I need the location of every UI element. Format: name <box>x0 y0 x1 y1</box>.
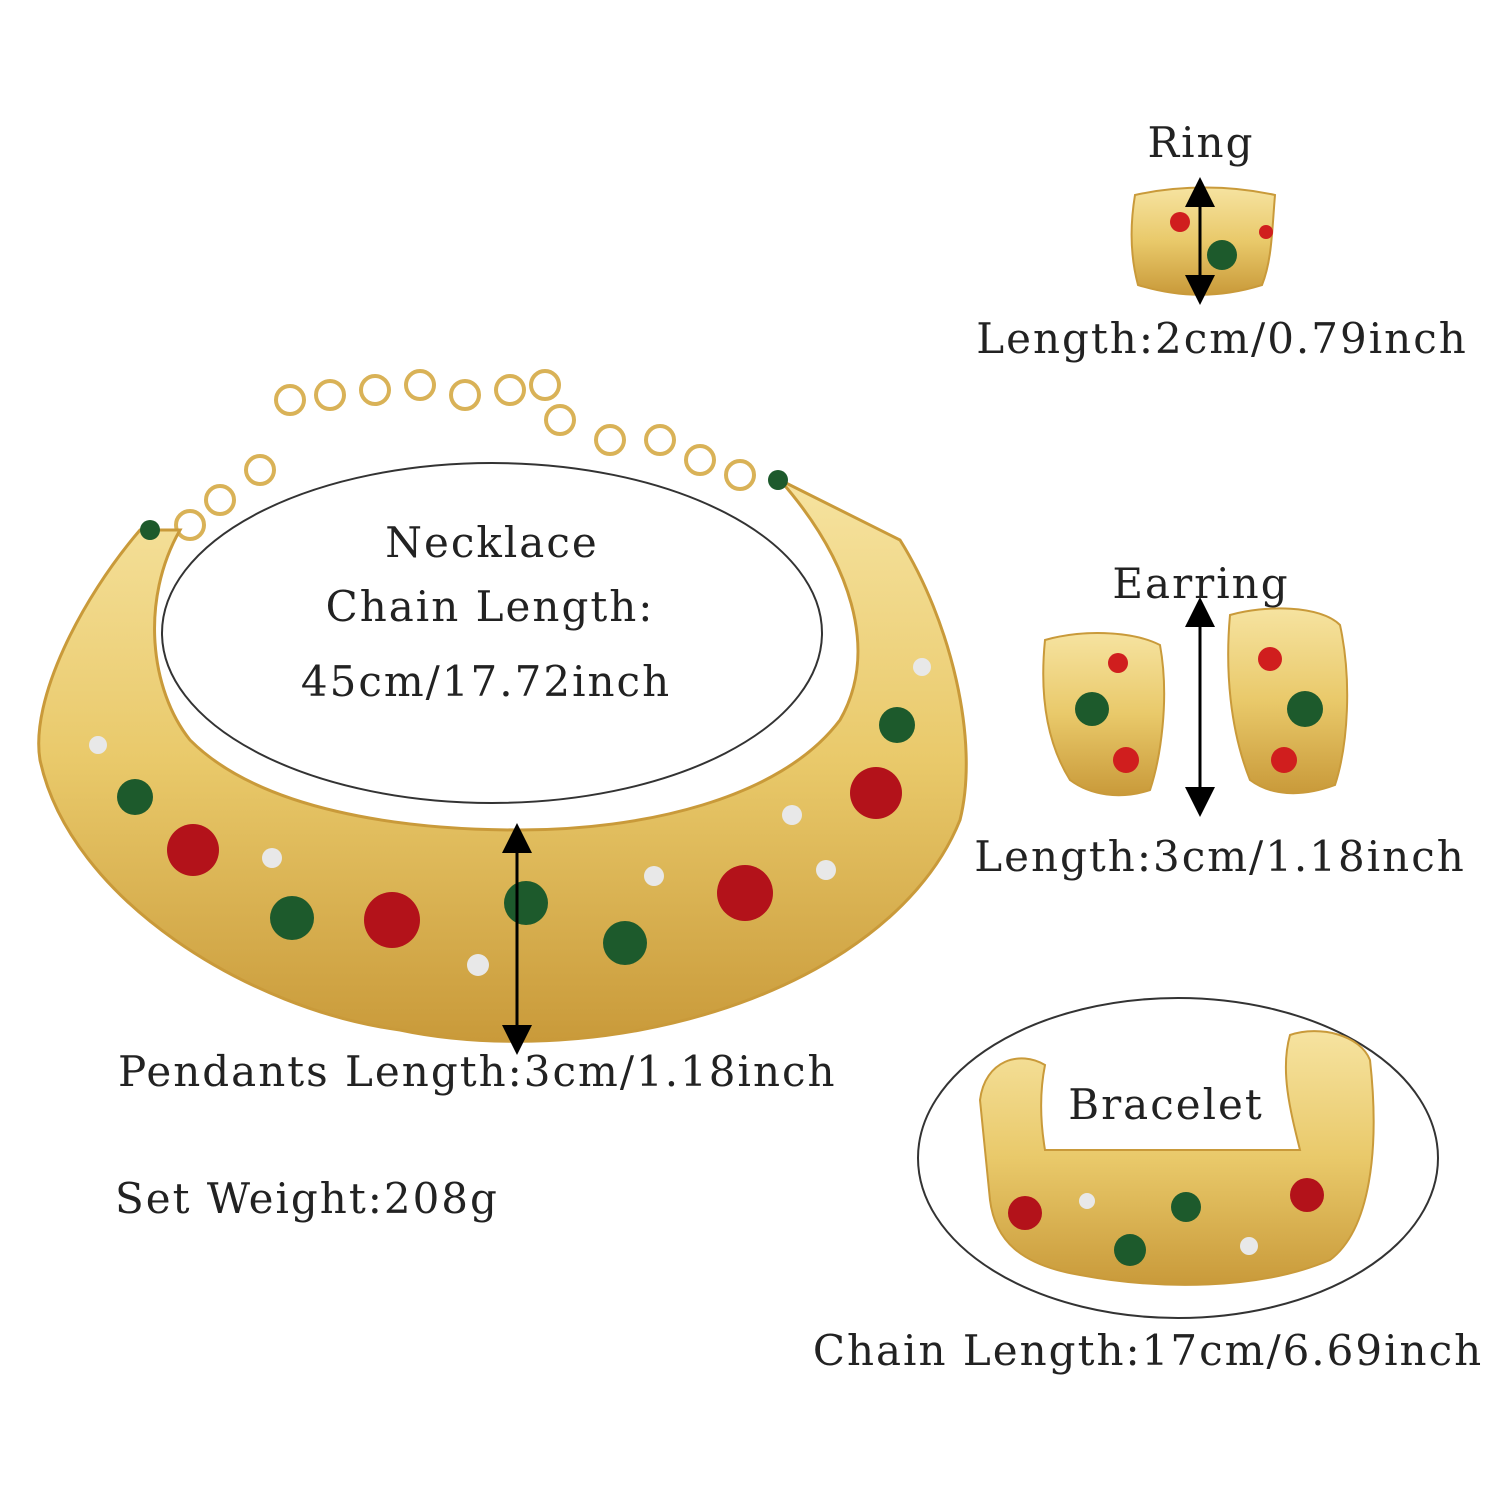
necklace-chain <box>174 369 756 541</box>
ring-title: Ring <box>1147 118 1255 167</box>
necklace-ellipse <box>161 462 823 804</box>
earring-length: Length:3cm/1.18inch <box>974 832 1466 881</box>
bracelet <box>978 1030 1375 1286</box>
earring-right <box>1227 607 1349 795</box>
earring-title: Earring <box>1112 559 1290 608</box>
ring <box>1130 186 1277 296</box>
necklace-title: Necklace <box>385 518 599 567</box>
necklace-chain-value: 45cm/17.72inch <box>300 657 672 706</box>
earring-left <box>1042 632 1166 797</box>
bracelet-length: Chain Length:17cm/6.69inch <box>812 1326 1484 1375</box>
ring-length: Length:2cm/0.79inch <box>976 314 1468 363</box>
set-weight: Set Weight:208g <box>115 1174 499 1223</box>
pendants-length: Pendants Length:3cm/1.18inch <box>118 1047 837 1096</box>
necklace-gems <box>89 470 931 976</box>
necklace-chain-label: Chain Length: <box>325 582 655 631</box>
bracelet-title: Bracelet <box>1068 1080 1264 1129</box>
